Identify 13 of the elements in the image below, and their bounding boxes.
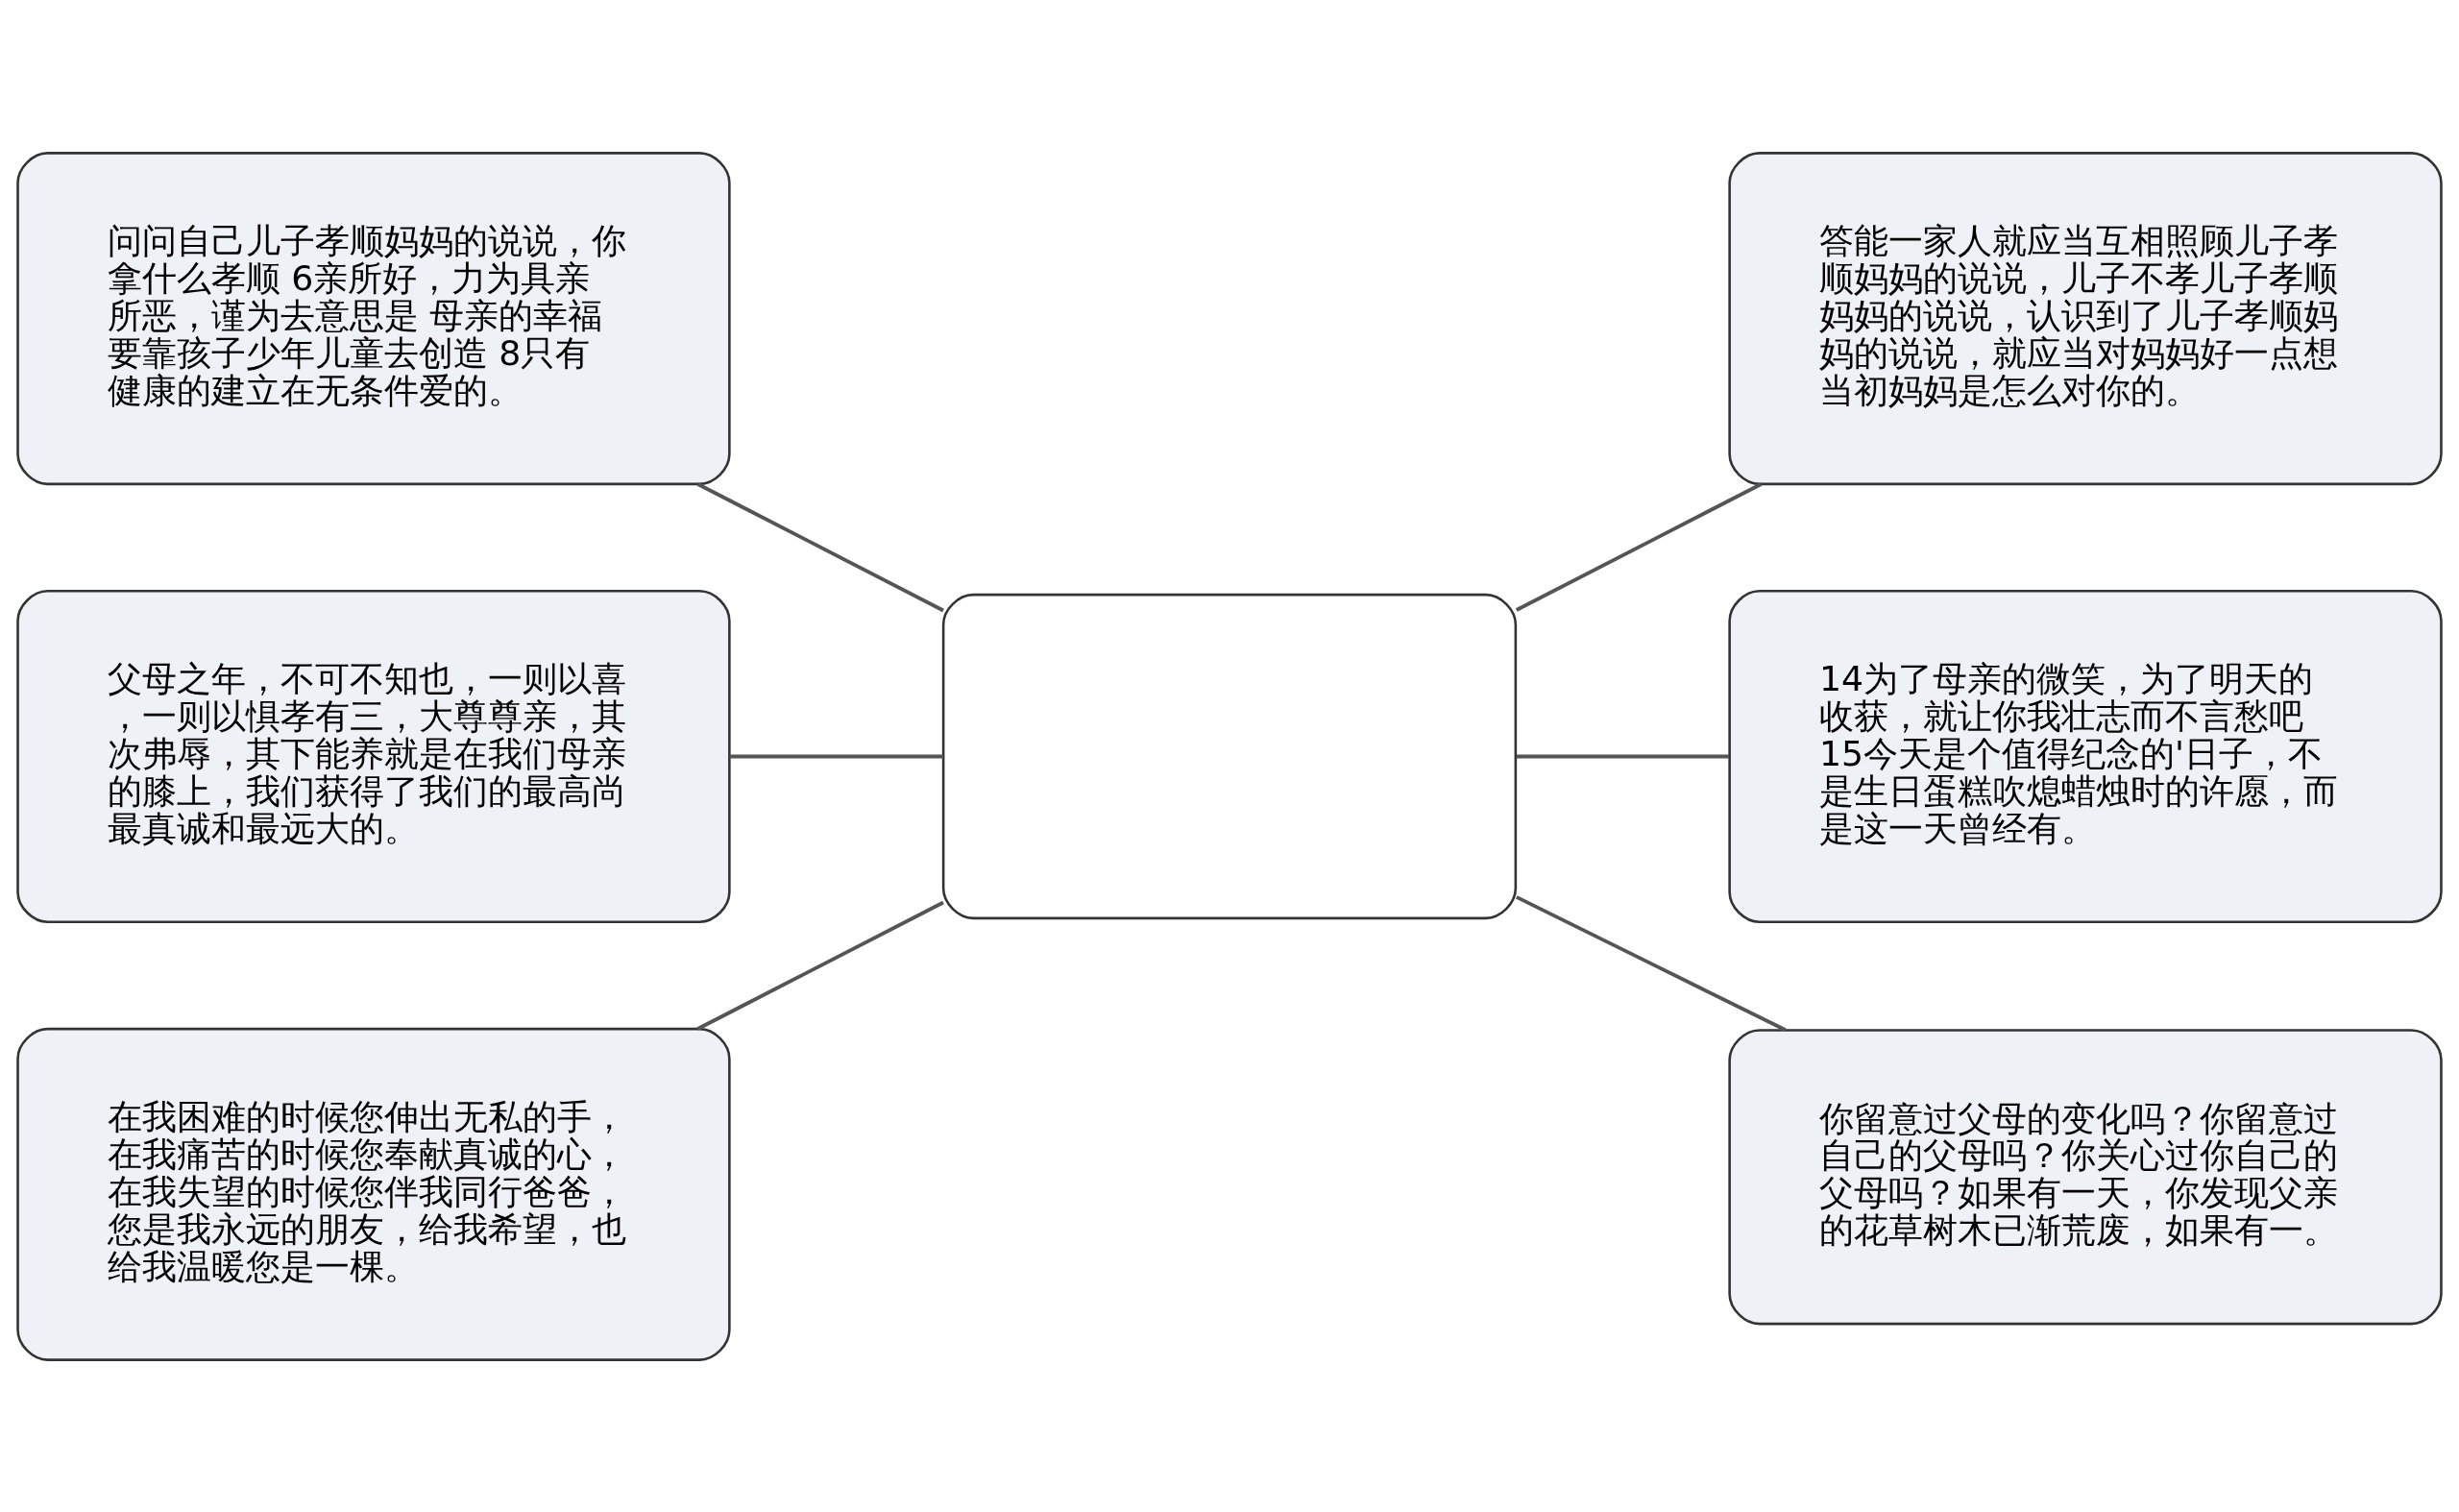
connector [1516, 754, 1730, 758]
node-box: 父母之年，不可不知也，一则以喜，一则以惧孝有三，大尊尊亲，其次弗辱，其下能养就是在我们母亲的膝上，我们获得了我们的最高尚最真诚和最远大的。 [16, 589, 731, 923]
node-box: 问问自己儿子孝顺妈妈的说说，你拿什么孝顺 6亲所好，力为具亲所恶，谨为去意思是 母亲的幸福要靠孩子少年儿童去创造 8只有健康的建立在无条件爱的。 [16, 151, 731, 485]
node-box: 14为了母亲的微笑，为了明天的收获，就让你我壮志而不言愁吧 15今天是个值得纪念的'日子，不是生日蛋糕吹熄蜡烛时的许愿，而是这一天曾经有。 [1728, 589, 2443, 923]
connector [1515, 481, 1763, 612]
node-box: 答能一家人就应当互相照顾儿子孝顺妈妈的说说，儿子不孝儿子孝顺妈妈的说说，认识到了儿子孝顺妈妈的说说，就应当对妈妈好一点想当初妈妈是怎么对你的。 [1728, 151, 2443, 485]
connector [1515, 894, 1787, 1032]
connector [696, 900, 944, 1031]
node-box: 你留意过父母的变化吗？你留意过自己的父母吗？你关心过你自己的父母吗？如果有一天，你发现父亲的花草树木已渐荒废，如果有一。 [1728, 1028, 2443, 1325]
connector [696, 481, 944, 612]
node-cloud [941, 593, 1518, 919]
connector [729, 754, 943, 758]
node-box: 在我困难的时候您伸出无私的手，在我痛苦的时候您奉献真诚的心，在我失望的时候您伴我同行爸爸，您是我永远的朋友，给我希望，也给我温暖您是一棵。 [16, 1027, 731, 1361]
